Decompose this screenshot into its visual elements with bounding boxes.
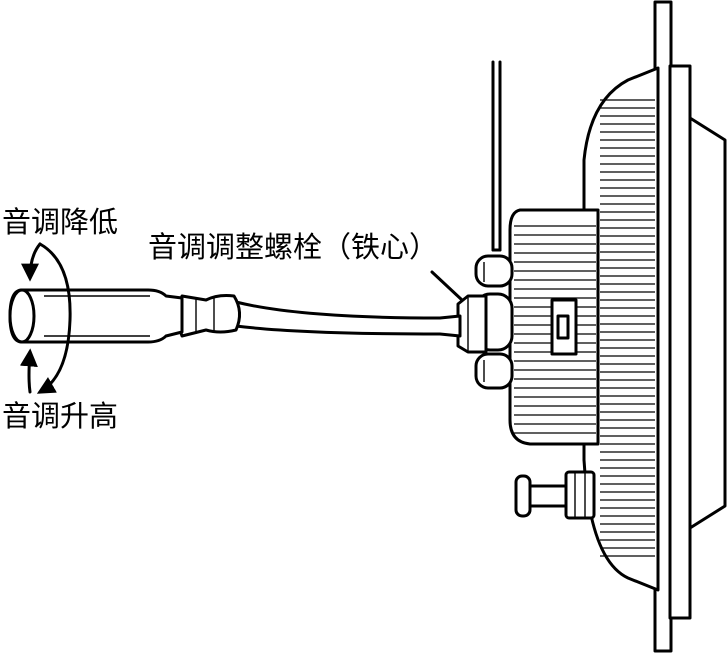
mounting-bolt	[514, 470, 596, 520]
rotate-raise-arrow	[19, 348, 38, 394]
rotation-arrows	[19, 242, 72, 394]
horn-housing	[582, 66, 660, 592]
adjusting-bolt	[456, 294, 488, 354]
screwdriver-ferrule	[176, 294, 241, 338]
pitch-raise-label: 音调升高	[2, 399, 119, 433]
resonator-disc	[668, 64, 727, 620]
screwdriver-handle	[8, 288, 184, 344]
bolt-leader-line	[430, 270, 464, 302]
screwdriver	[8, 288, 462, 344]
bracket	[491, 60, 502, 252]
screwdriver-shaft	[234, 300, 462, 338]
pitch-lower-label: 音调降低	[2, 205, 119, 239]
coil-housing	[508, 208, 600, 446]
adjust-bolt-label: 音调调整螺栓（铁心）	[148, 230, 439, 264]
rotate-lower-arrow	[36, 242, 72, 394]
